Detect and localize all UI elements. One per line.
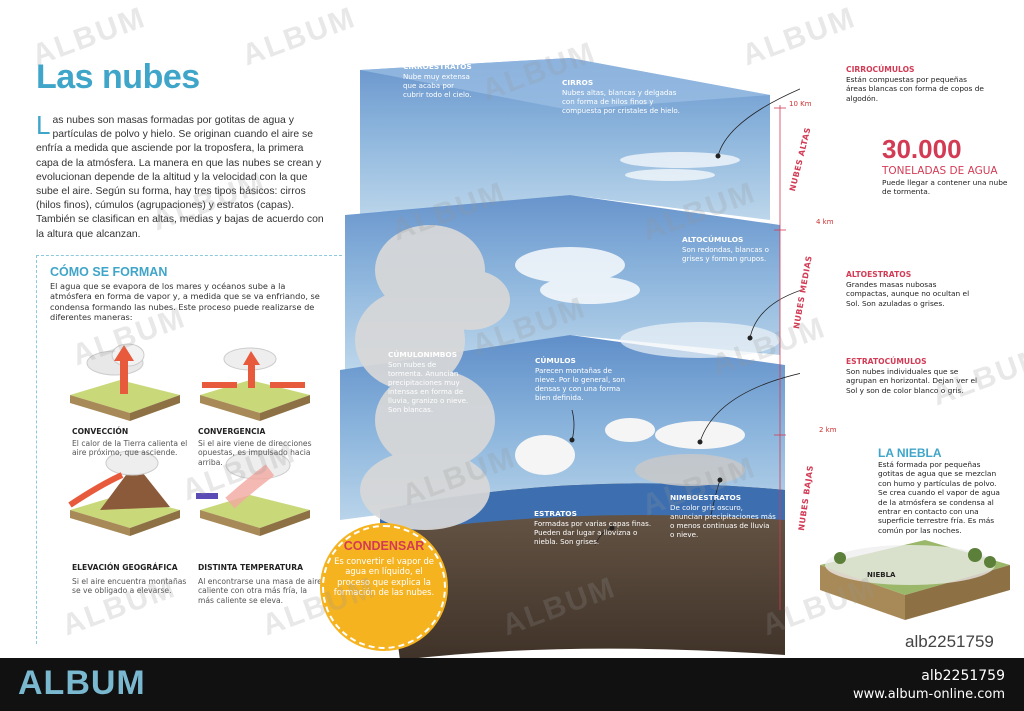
conveccion-illustration xyxy=(70,343,180,421)
cumulonimbos-desc: Son nubes de tormenta. Anuncian precipit… xyxy=(388,360,469,414)
temperatura-label: DISTINTA TEMPERATURA xyxy=(198,563,303,572)
elevacion-illustration xyxy=(68,450,180,536)
cumulonimbos-name: CÚMULONIMBOS xyxy=(388,350,458,359)
cirros-desc: Nubes altas, blancas y delgadas con form… xyxy=(562,88,680,115)
atmosphere-illustration xyxy=(340,58,800,660)
ground xyxy=(380,483,785,660)
altitude-marker xyxy=(774,105,786,610)
niebla-title: LA NIEBLA xyxy=(878,446,942,460)
estratos-desc: Formadas por varias capas finas. Pueden … xyxy=(534,519,652,546)
como-se-forman-box xyxy=(36,255,342,644)
convergencia-desc: Si el aire viene de direcciones opuestas… xyxy=(198,439,312,467)
altoestratos-desc: Grandes masas nubosas compactas, aunque … xyxy=(846,280,970,308)
altitude-4km: 4 km xyxy=(816,218,834,226)
como-se-forman-title: CÓMO SE FORMAN xyxy=(50,265,168,279)
formation-illustrations xyxy=(68,343,310,536)
cirroestratos-desc: Nube muy extensa que acaba por cubrir to… xyxy=(403,72,472,99)
elevacion-label: ELEVACIÓN GEOGRÁFICA xyxy=(72,563,178,572)
altitude-10km: 10 Km xyxy=(789,100,812,108)
page-title: Las nubes xyxy=(36,58,200,96)
cumulonimbus-cloud xyxy=(355,225,510,530)
estratos-name: ESTRATOS xyxy=(534,509,577,518)
intro-text: as nubes son masas formadas por gotitas … xyxy=(36,115,324,240)
altostratus-cloud xyxy=(620,322,780,358)
cirroestratos-name: CIRROESTRATOS xyxy=(403,62,472,71)
cirrocumulos-desc: Están compuestas por pequeñas áreas blan… xyxy=(846,75,984,103)
cumulus-clouds xyxy=(515,418,745,475)
altitude-2km: 2 km xyxy=(819,426,837,434)
altoestratos-name: ALTOESTRATOS xyxy=(846,270,912,279)
altocumulos-desc: Son redondas, blancas o grises y forman … xyxy=(682,245,769,263)
storm-water-unit: TONELADAS DE AGUA xyxy=(882,165,998,177)
estratocumulos-name: ESTRATOCÚMULOS xyxy=(846,357,927,366)
niebla-illustration: NIEBLA xyxy=(820,540,1010,620)
elevacion-desc: Si el aire encuentra montañas se ve obli… xyxy=(72,577,187,596)
footer-image-id: alb2251759 xyxy=(921,668,1005,684)
temperatura-desc: Al encontrarse una masa de aire caliente… xyxy=(198,577,322,605)
altocumulos-name: ALTOCÚMULOS xyxy=(682,235,744,244)
storm-water-desc: Puede llegar a contener una nube de torm… xyxy=(882,178,1008,197)
watermark: ALBUM xyxy=(927,340,1024,413)
intro-dropcap: L xyxy=(36,110,51,140)
footer-bar xyxy=(0,658,1024,711)
cumulos-name: CÚMULOS xyxy=(535,356,576,365)
conveccion-label: CONVECCIÓN xyxy=(72,427,129,436)
conveccion-desc: El calor de la Tierra calienta el aire p… xyxy=(72,439,188,458)
cumulos-desc: Parecen montañas de nieve. Por lo genera… xyxy=(535,366,626,402)
estratocumulos-desc: Son nubes individuales que se agrupan en… xyxy=(846,367,978,395)
image-reference-id: alb2251759 xyxy=(905,632,994,651)
condensar-title: CONDENSAR xyxy=(343,539,425,553)
cirros-name: CIRROS xyxy=(562,78,594,87)
nimboestratos-name: NIMBOESTRATOS xyxy=(670,493,742,502)
como-se-forman-text: El agua que se evapora de los mares y oc… xyxy=(50,281,320,323)
temperatura-illustration xyxy=(196,450,310,536)
cirrocumulos-name: CIRROCÚMULOS xyxy=(846,65,915,74)
nimbostratus-cloud xyxy=(635,454,745,486)
condensar-badge xyxy=(322,525,446,649)
altocumulus-clouds xyxy=(515,247,640,304)
footer-brand-logo[interactable]: ALBUM xyxy=(18,664,146,702)
convergencia-illustration xyxy=(200,347,310,421)
convergencia-label: CONVERGENCIA xyxy=(198,427,266,436)
condensar-text: Es convertir el vapor de agua en líquido… xyxy=(333,556,435,598)
footer-url-link[interactable]: www.album-online.com xyxy=(852,687,1005,702)
storm-water-number: 30.000 xyxy=(882,134,962,164)
nimboestratos-desc: De color gris oscuro, anuncian precipita… xyxy=(670,503,776,539)
cirrus-clouds xyxy=(620,152,740,181)
niebla-label: NIEBLA xyxy=(867,571,896,579)
niebla-text: Está formada por pequeñas gotitas de agu… xyxy=(878,460,1000,535)
